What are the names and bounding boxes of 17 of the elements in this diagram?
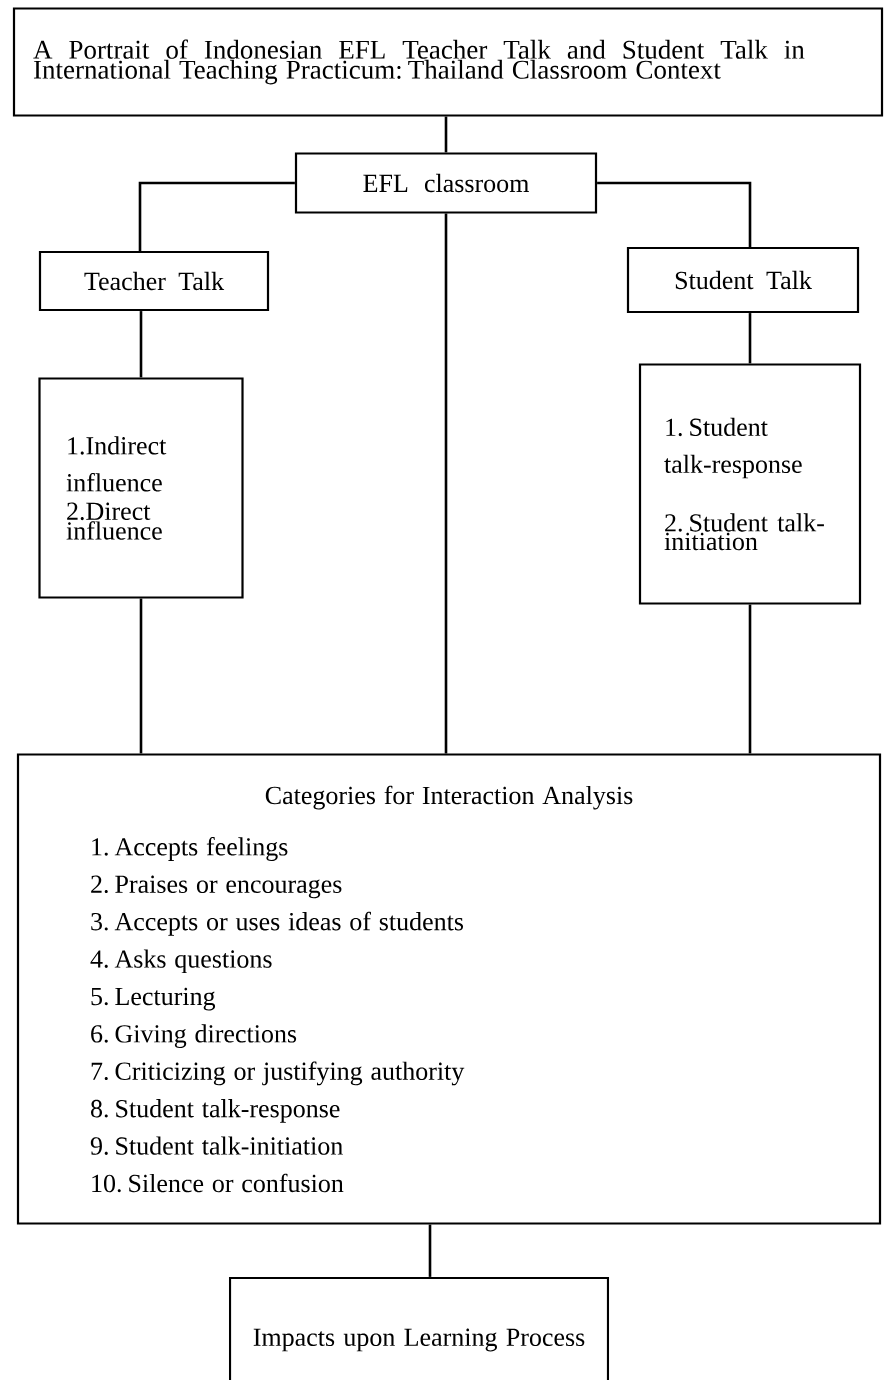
- connector-line: [444, 116, 448, 153]
- connector-line: [597, 181, 752, 247]
- process-box: Student Talk: [626, 246, 860, 314]
- connector-line: [139, 598, 143, 754]
- connector-line: [444, 213, 448, 754]
- connector-line: [139, 311, 143, 378]
- category-box: Categories for Interaction Analysis 1. Accepts feelings 2. Praises or encourages 3. Accepts or uses ideas of students 4. Asks questions 5. Lecturing 6. Giving directions 7. Criticizing or justifying authority 8. Student talk-response 9. Student talk-initiation 10. Silence or confusion: [16, 753, 882, 1225]
- process-box: EFL classroom: [294, 152, 598, 214]
- connector-line: [748, 604, 752, 754]
- result-box: Impacts upon Learning Process: [228, 1276, 610, 1380]
- process-box: Teacher Talk: [38, 250, 270, 312]
- list-box: 1.Indirect influence 2.Direct influence: [38, 377, 244, 599]
- connector-line: [748, 313, 752, 364]
- connector-line: [428, 1224, 432, 1277]
- list-box: 1. Student talk-response 2. Student talk-initiation: [638, 363, 862, 605]
- title-box: A Portrait of Indonesian EFL Teacher Talk and Student Talk in International Teaching Practicum: Thailand Classroom Context: [12, 7, 884, 117]
- connector-line: [138, 181, 295, 251]
